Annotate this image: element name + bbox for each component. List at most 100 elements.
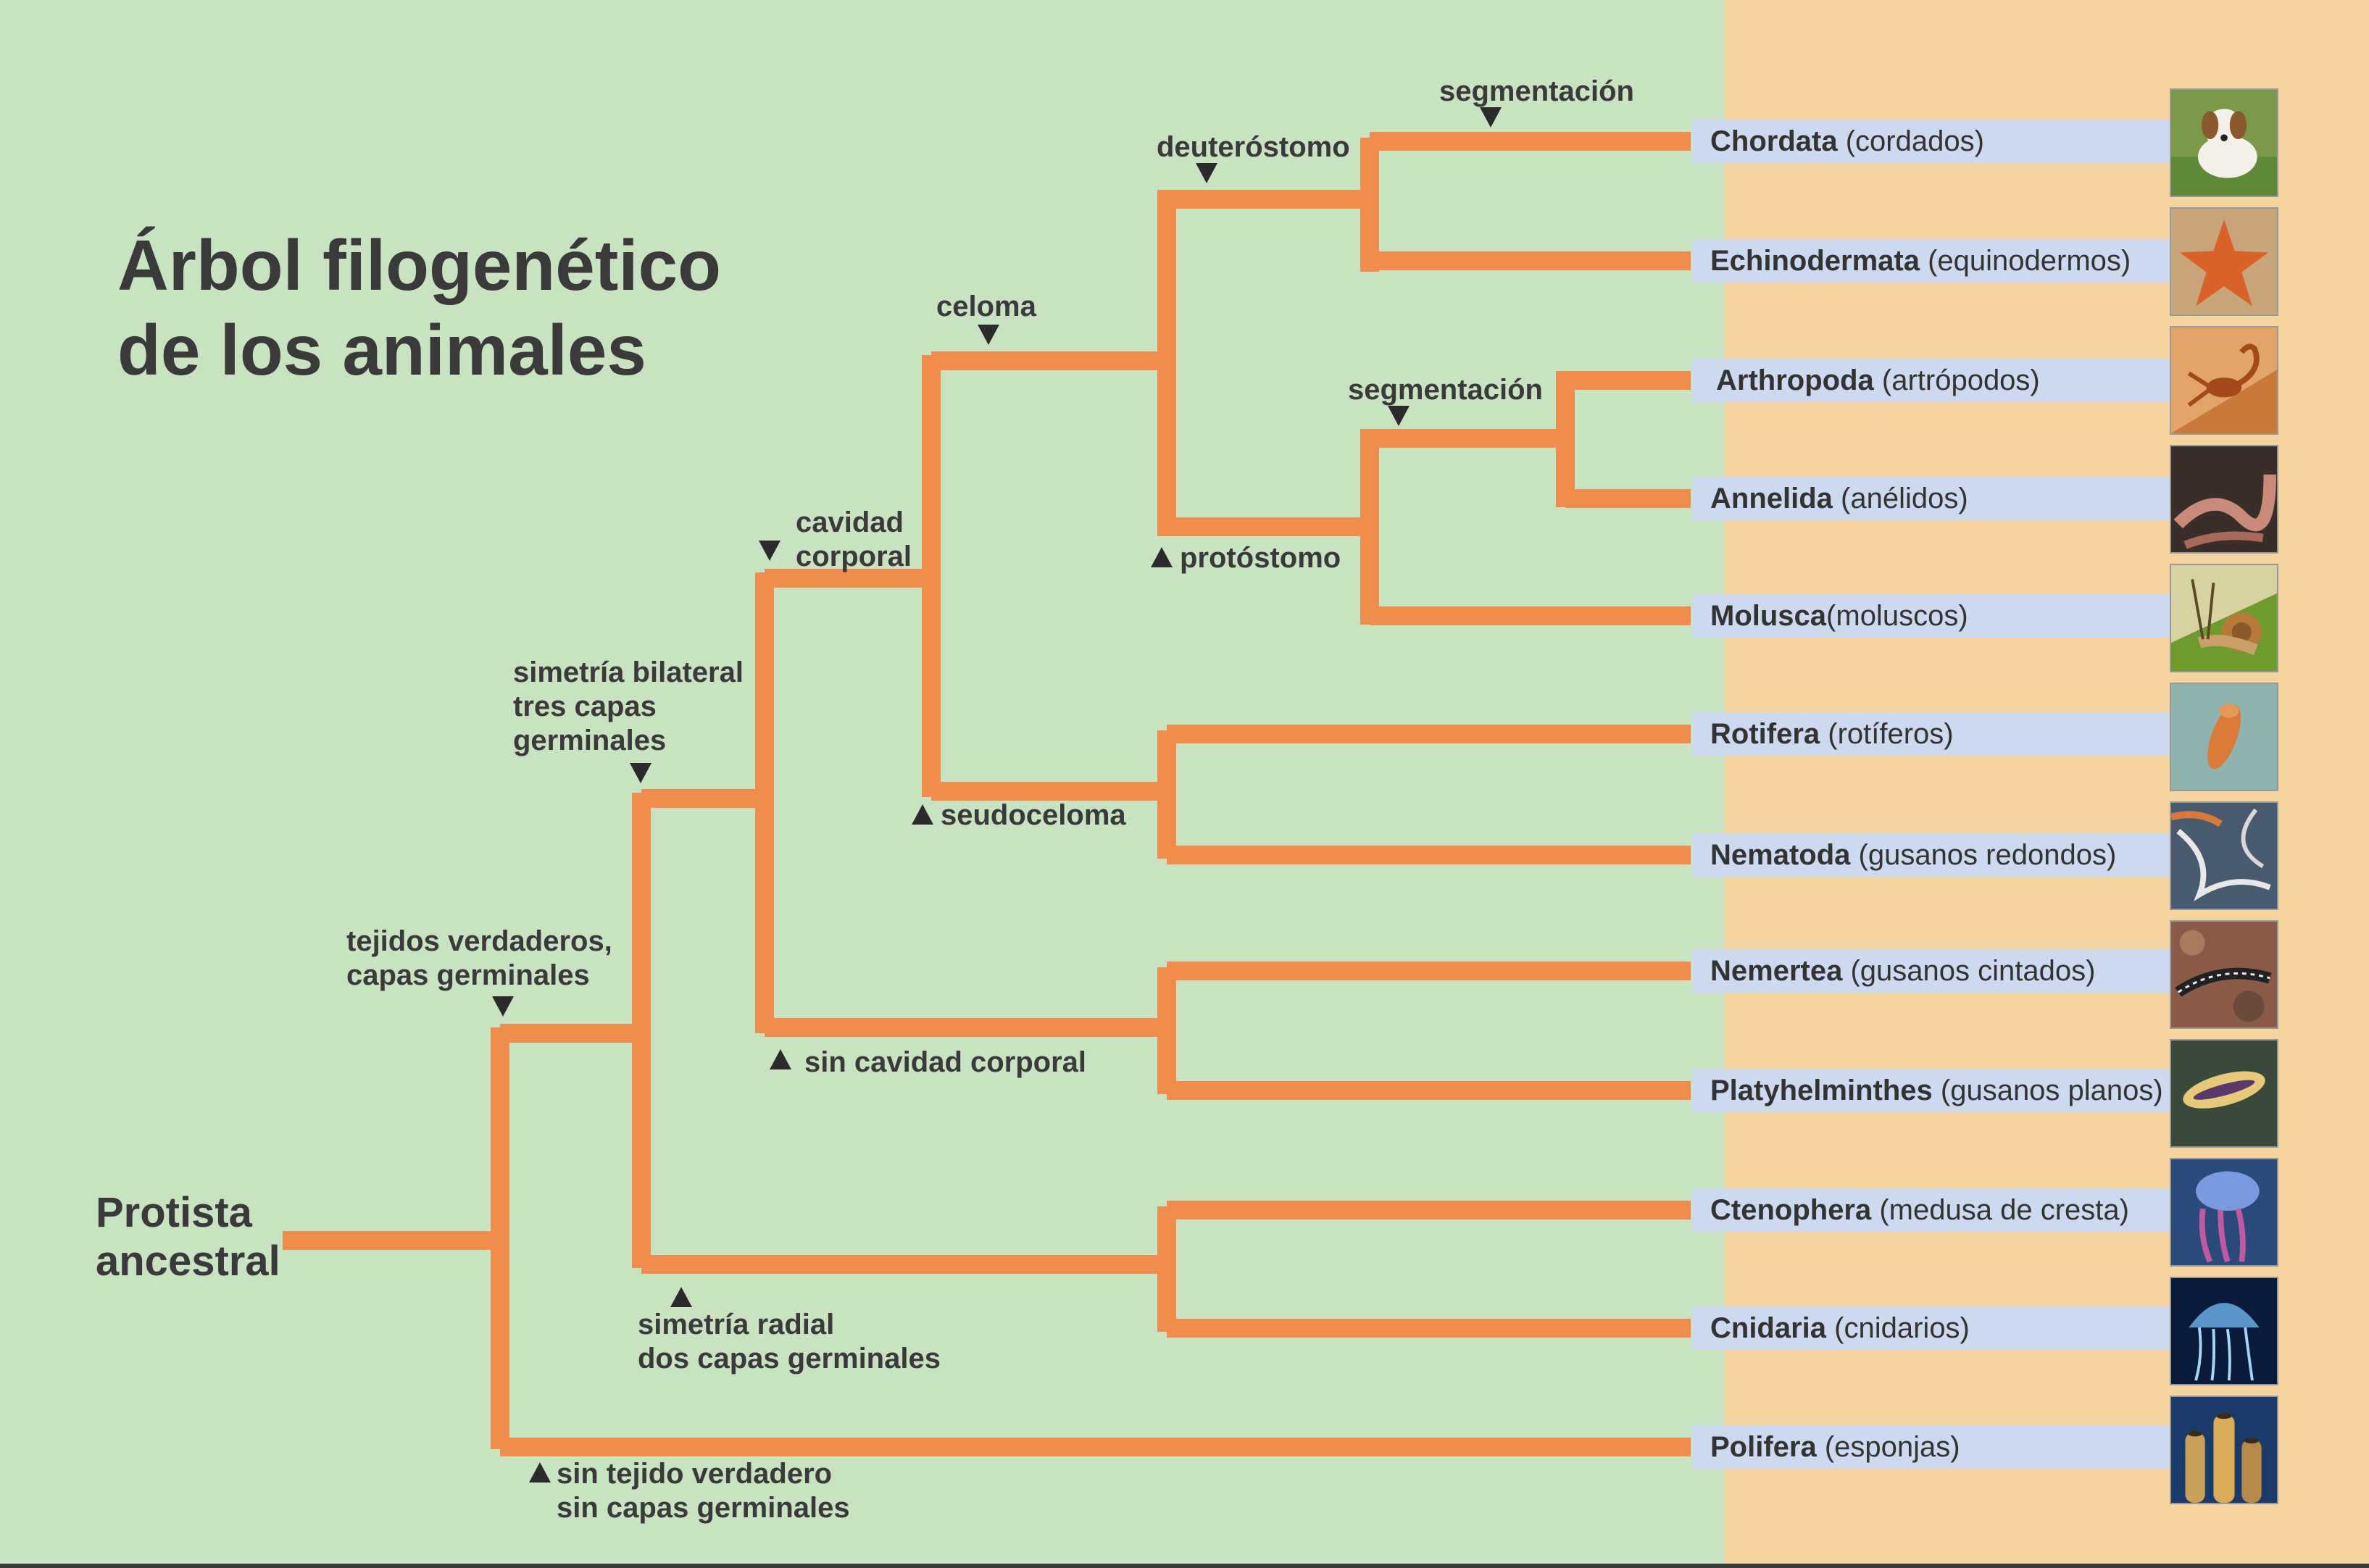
taxon-name: Polifera (1710, 1431, 1817, 1463)
down-arrow-marker (492, 996, 514, 1017)
scorpion-photo (2170, 326, 2278, 435)
down-arrow-marker (1388, 406, 1410, 426)
taxon-label: Molusca(moluscos) (1710, 594, 1968, 638)
taxon-name: Rotifera (1710, 718, 1820, 750)
taxon-common-name: (anélidos) (1832, 483, 1968, 514)
node-label-protostomo: protóstomo (1180, 542, 1341, 574)
taxon-row-chordata (1692, 120, 2174, 163)
taxon-common-name: (gusanos planos) (1932, 1075, 2163, 1106)
taxon-label: Annelida (anélidos) (1710, 477, 1968, 520)
taxon-label: Arthropoda (artrópodos) (1716, 359, 2040, 402)
taxon-common-name: (rotíferos) (1820, 718, 1954, 750)
comb-jelly-photo (2170, 1158, 2278, 1267)
taxon-label: Nematoda (gusanos redondos) (1710, 833, 2116, 877)
taxon-row-ctenophera (1692, 1188, 2174, 1232)
down-arrow-marker (978, 325, 999, 345)
taxon-common-name: (cordados) (1837, 125, 1984, 157)
node-label-line: sin capas germinales (557, 1492, 850, 1524)
taxon-common-name: (medusa de cresta) (1871, 1194, 2129, 1226)
bottom-border (0, 1564, 2369, 1568)
taxon-name: Echinodermata (1710, 245, 1920, 277)
up-arrow-marker (529, 1462, 551, 1482)
up-arrow-marker (670, 1287, 692, 1307)
taxon-name: Chordata (1710, 125, 1838, 157)
node-label-deuterostomo: deuteróstomo (1157, 131, 1350, 163)
up-arrow-marker (912, 804, 933, 825)
taxon-label: Polifera (esponjas) (1710, 1425, 1960, 1469)
taxon-label: Ctenophera (medusa de cresta) (1710, 1188, 2129, 1232)
node-label-segmentacion-chordata: segmentación (1439, 75, 1634, 107)
taxon-common-name: (cnidarios) (1826, 1312, 1970, 1344)
taxon-row-polifera (1692, 1425, 2174, 1469)
taxon-common-name: (equinodermos) (1919, 245, 2131, 277)
taxon-name: Cnidaria (1710, 1312, 1827, 1344)
taxon-label: Nemertea (gusanos cintados) (1710, 949, 2095, 993)
down-arrow-marker (630, 763, 651, 783)
down-arrow-marker (1480, 107, 1502, 128)
taxon-row-arthropoda (1692, 359, 2174, 402)
taxon-row-molusca (1692, 594, 2174, 638)
taxon-label: Chordata (cordados) (1710, 120, 1984, 163)
node-label-sin-cavidad: sin cavidad corporal (804, 1046, 1087, 1078)
node-label-radial: simetría radial dos capas germinales (638, 1308, 941, 1376)
node-label-line: tejidos verdaderos, (346, 925, 612, 957)
down-arrow-marker (759, 541, 780, 561)
node-label-line: tres capas (513, 691, 657, 722)
up-arrow-marker (1151, 547, 1173, 567)
taxon-name: Molusca (1710, 600, 1827, 632)
taxon-name: Platyhelminthes (1710, 1075, 1933, 1106)
taxon-row-echinodermata (1692, 239, 2174, 283)
nematode-photo (2170, 801, 2278, 910)
taxon-name: Annelida (1710, 483, 1833, 514)
worm-photo (2170, 445, 2278, 554)
tree-branches (283, 132, 1691, 1456)
node-label-line: dos capas germinales (638, 1343, 941, 1375)
title-line-1: Árbol filogenético (117, 225, 721, 305)
rotifer-photo (2170, 683, 2278, 791)
starfish-photo (2170, 207, 2278, 316)
up-arrow-marker (770, 1049, 791, 1069)
root-line-1: Protista (96, 1189, 252, 1236)
taxon-common-name: (moluscos) (1826, 600, 1968, 632)
node-label-line: corporal (796, 541, 912, 572)
taxon-row-nemertea (1692, 949, 2174, 993)
node-label-sin-tejido: sin tejido verdadero sin capas germinale… (557, 1457, 850, 1525)
snail-photo (2170, 564, 2278, 672)
taxon-row-rotifera (1692, 712, 2174, 756)
node-label-cavidad: cavidad corporal (796, 506, 912, 574)
node-label-celoma: celoma (936, 291, 1036, 322)
taxon-row-cnidaria (1692, 1306, 2174, 1350)
taxon-label: Platyhelminthes (gusanos planos) (1710, 1069, 2163, 1112)
taxon-row-nematoda (1692, 833, 2174, 877)
taxon-name: Nemertea (1710, 955, 1843, 987)
jellyfish-photo (2170, 1277, 2278, 1385)
taxon-common-name: (gusanos redondos) (1850, 839, 2117, 871)
node-label-line: capas germinales (346, 959, 590, 991)
node-label-seudoceloma: seudoceloma (941, 799, 1126, 831)
taxon-name: Arthropoda (1716, 364, 1874, 396)
node-label-bilateral: simetría bilateral tres capas germinales (513, 656, 744, 758)
taxon-common-name: (artrópodos) (1873, 364, 2040, 396)
taxon-label: Rotifera (rotíferos) (1710, 712, 1954, 756)
node-label-segmentacion-protostome: segmentación (1348, 374, 1543, 406)
taxon-label: Echinodermata (equinodermos) (1710, 239, 2131, 283)
node-label-line: cavidad (796, 506, 904, 538)
taxon-row-annelida (1692, 477, 2174, 520)
node-label-tejidos: tejidos verdaderos, capas germinales (346, 925, 612, 993)
taxon-name: Nematoda (1710, 839, 1851, 871)
node-label-line: germinales (513, 725, 667, 756)
taxon-common-name: (esponjas) (1816, 1431, 1960, 1463)
root-line-2: ancestral (96, 1238, 280, 1285)
taxon-label: Cnidaria (cnidarios) (1710, 1306, 1970, 1350)
title-line-2: de los animales (117, 310, 646, 390)
root-label: Protista ancestral (96, 1188, 280, 1285)
sponge-photo (2170, 1396, 2278, 1504)
taxon-row-platyhelminthes (1692, 1069, 2174, 1112)
ribbon-worm-photo (2170, 920, 2278, 1029)
node-label-line: sin tejido verdadero (557, 1458, 833, 1490)
node-label-line: simetría bilateral (513, 656, 744, 688)
taxon-name: Ctenophera (1710, 1194, 1872, 1226)
taxon-common-name: (gusanos cintados) (1842, 955, 2096, 987)
dog-photo (2170, 88, 2278, 197)
